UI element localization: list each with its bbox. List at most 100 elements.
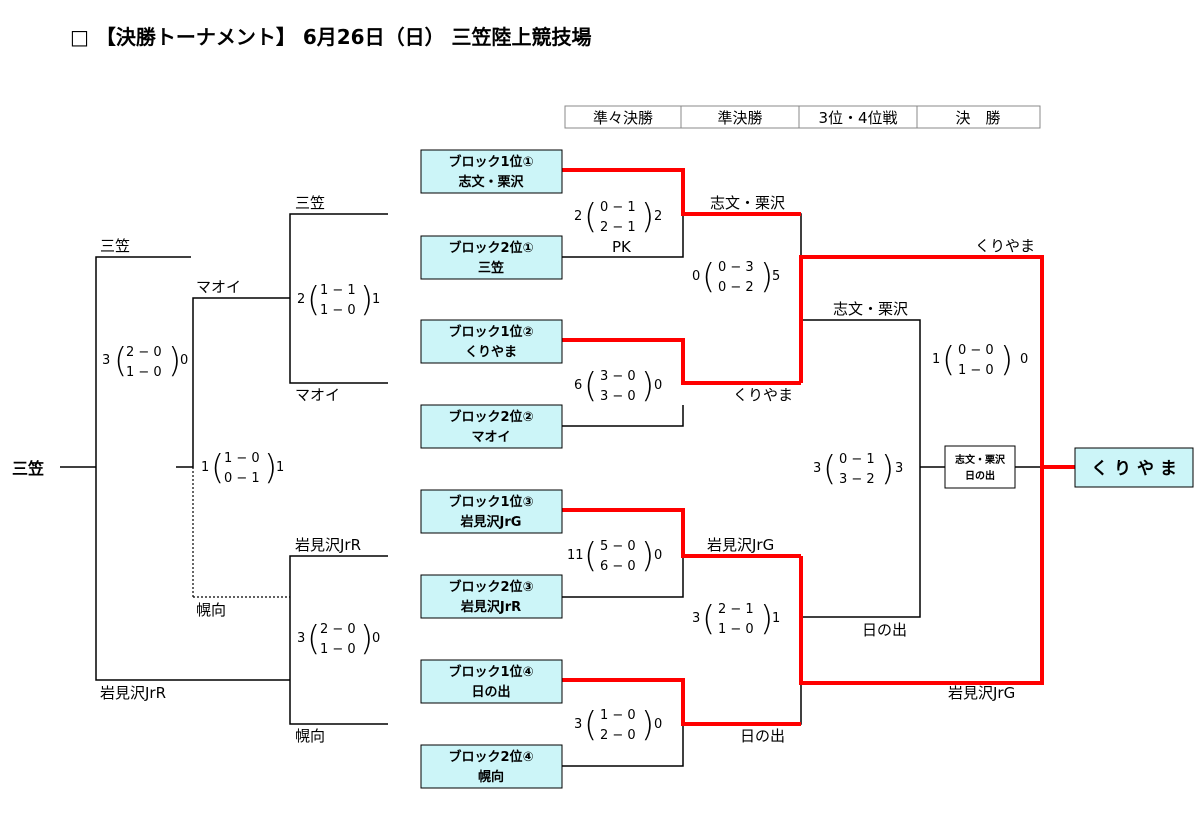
score-left-final: 3 ( 2 − 0 1 − 0 ) 0 (102, 341, 188, 381)
svg-text:(: ( (211, 448, 224, 488)
svg-text:3: 3 (297, 631, 305, 646)
svg-text:): ) (760, 257, 773, 297)
svg-text:1: 1 (201, 460, 209, 475)
block-box-4: ブロック2位② マオイ (420, 404, 563, 449)
svg-text:): ) (641, 536, 654, 576)
qf-winner-1: 志文・栗沢 (710, 194, 785, 212)
svg-text:0 − 0: 0 − 0 (958, 343, 994, 358)
svg-text:岩見沢JrR: 岩見沢JrR (460, 599, 521, 615)
svg-text:1 − 0: 1 − 0 (126, 365, 162, 380)
left-qf-top-b: マオイ (295, 386, 340, 404)
svg-text:1 − 0: 1 − 0 (600, 708, 636, 723)
header-final: 決 勝 (955, 109, 1000, 127)
svg-text:3: 3 (895, 461, 903, 476)
sf-winner-2: 岩見沢JrG (948, 684, 1015, 702)
svg-text:(: ( (702, 257, 715, 297)
svg-text:2 − 1: 2 − 1 (718, 602, 754, 617)
svg-text:1 − 0: 1 − 0 (224, 451, 260, 466)
svg-text:11: 11 (567, 548, 584, 563)
svg-text:(: ( (114, 341, 127, 381)
block-box-7: ブロック1位④ 日の出 (420, 659, 563, 704)
svg-text:1 − 0: 1 − 0 (320, 303, 356, 318)
svg-text:): ) (1000, 340, 1013, 380)
left-semi-top-label: 三笠 (100, 237, 130, 255)
score-left-mid: 1 ( 1 − 0 0 − 1 ) 1 (201, 448, 284, 488)
svg-text:三笠: 三笠 (478, 260, 504, 276)
svg-text:): ) (360, 619, 373, 659)
block-box-5: ブロック1位③ 岩見沢JrG (420, 489, 563, 534)
svg-text:1: 1 (276, 460, 284, 475)
header-third-place: 3位・4位戦 (818, 109, 897, 127)
svg-text:幌向: 幌向 (478, 769, 504, 785)
svg-text:ブロック2位③: ブロック2位③ (448, 579, 533, 595)
score-qf-4: 3 ( 1 − 0 2 − 0 ) 0 (574, 705, 662, 745)
score-sf-2: 3 ( 2 − 1 1 − 0 ) 1 (692, 599, 780, 639)
svg-text:2 − 0: 2 − 0 (600, 728, 636, 743)
svg-text:3 − 0: 3 − 0 (600, 389, 636, 404)
svg-text:0: 0 (180, 353, 188, 368)
svg-text:): ) (264, 448, 277, 488)
header-semifinal: 準決勝 (717, 109, 762, 127)
header-quarterfinal: 準々決勝 (593, 109, 653, 127)
svg-text:日の出: 日の出 (965, 469, 995, 482)
svg-text:(: ( (307, 280, 320, 320)
svg-text:): ) (360, 280, 373, 320)
svg-text:3 − 2: 3 − 2 (839, 472, 875, 487)
svg-text:3: 3 (692, 611, 700, 626)
svg-text:3: 3 (574, 717, 582, 732)
page-title: □ 【決勝トーナメント】 6月26日（日） 三笠陸上競技場 (70, 25, 592, 49)
score-sf-1: 0 ( 0 − 3 0 − 2 ) 5 (692, 257, 780, 297)
winner-path-lines (562, 168, 1075, 726)
svg-text:ブロック1位①: ブロック1位① (448, 154, 533, 170)
svg-text:0 − 1: 0 − 1 (839, 452, 875, 467)
svg-text:志文・栗沢: 志文・栗沢 (955, 453, 1006, 466)
third-place-bottom-label: 日の出 (862, 621, 907, 639)
champion-name: く り や ま (1091, 459, 1177, 479)
svg-text:3: 3 (102, 353, 110, 368)
score-qf-3: 11 ( 5 − 0 6 − 0 ) 0 (567, 536, 662, 576)
third-place-result-box: 志文・栗沢 日の出 (944, 445, 1016, 489)
score-qf-1: 2 ( 0 − 1 2 − 1 ) 2 PK (574, 197, 662, 256)
svg-text:ブロック1位②: ブロック1位② (448, 324, 533, 340)
svg-text:(: ( (702, 599, 715, 639)
svg-text:ブロック2位①: ブロック2位① (448, 240, 533, 256)
svg-text:): ) (168, 341, 181, 381)
left-mid-lower-label: 幌向 (196, 601, 226, 619)
svg-text:ブロック1位③: ブロック1位③ (448, 494, 533, 510)
score-qf-2: 6 ( 3 − 0 3 − 0 ) 0 (574, 366, 662, 406)
svg-text:0: 0 (654, 548, 662, 563)
svg-text:ブロック2位②: ブロック2位② (448, 409, 533, 425)
score-third-place: 3 ( 0 − 1 3 − 2 ) 3 (813, 449, 903, 489)
block-boxes: ブロック1位① 志文・栗沢 ブロック2位① 三笠 ブロック1位② くりやま ブロ… (420, 149, 563, 789)
svg-text:(: ( (584, 197, 597, 237)
block-box-3: ブロック1位② くりやま (420, 319, 563, 364)
svg-text:0: 0 (654, 378, 662, 393)
svg-text:日の出: 日の出 (471, 684, 510, 700)
svg-text:): ) (641, 705, 654, 745)
svg-text:2: 2 (574, 209, 582, 224)
svg-text:): ) (641, 197, 654, 237)
svg-text:ブロック2位④: ブロック2位④ (448, 749, 533, 765)
block-box-2: ブロック2位① 三笠 (420, 235, 563, 280)
svg-text:(: ( (942, 340, 955, 380)
svg-text:(: ( (307, 619, 320, 659)
left-qf-top-a: 三笠 (295, 194, 325, 212)
block-box-8: ブロック2位④ 幌向 (420, 744, 563, 789)
qf-winner-3: 岩見沢JrG (707, 536, 774, 554)
svg-text:6 − 0: 6 − 0 (600, 559, 636, 574)
svg-text:3: 3 (813, 461, 821, 476)
svg-text:6: 6 (574, 378, 582, 393)
svg-text:2 − 1: 2 − 1 (600, 220, 636, 235)
svg-text:2: 2 (297, 292, 305, 307)
left-semi-bottom-label: 岩見沢JrR (100, 684, 166, 702)
left-bracket-lines (60, 213, 388, 725)
svg-text:志文・栗沢: 志文・栗沢 (458, 174, 524, 190)
pk-note: PK (612, 238, 632, 256)
left-final-label: 三笠 (12, 459, 44, 478)
svg-text:ブロック1位④: ブロック1位④ (448, 664, 533, 680)
svg-text:0: 0 (654, 717, 662, 732)
third-place-top-label: 志文・栗沢 (833, 300, 908, 318)
round-headers: 準々決勝 準決勝 3位・4位戦 決 勝 (564, 105, 1041, 129)
svg-text:1: 1 (372, 292, 380, 307)
